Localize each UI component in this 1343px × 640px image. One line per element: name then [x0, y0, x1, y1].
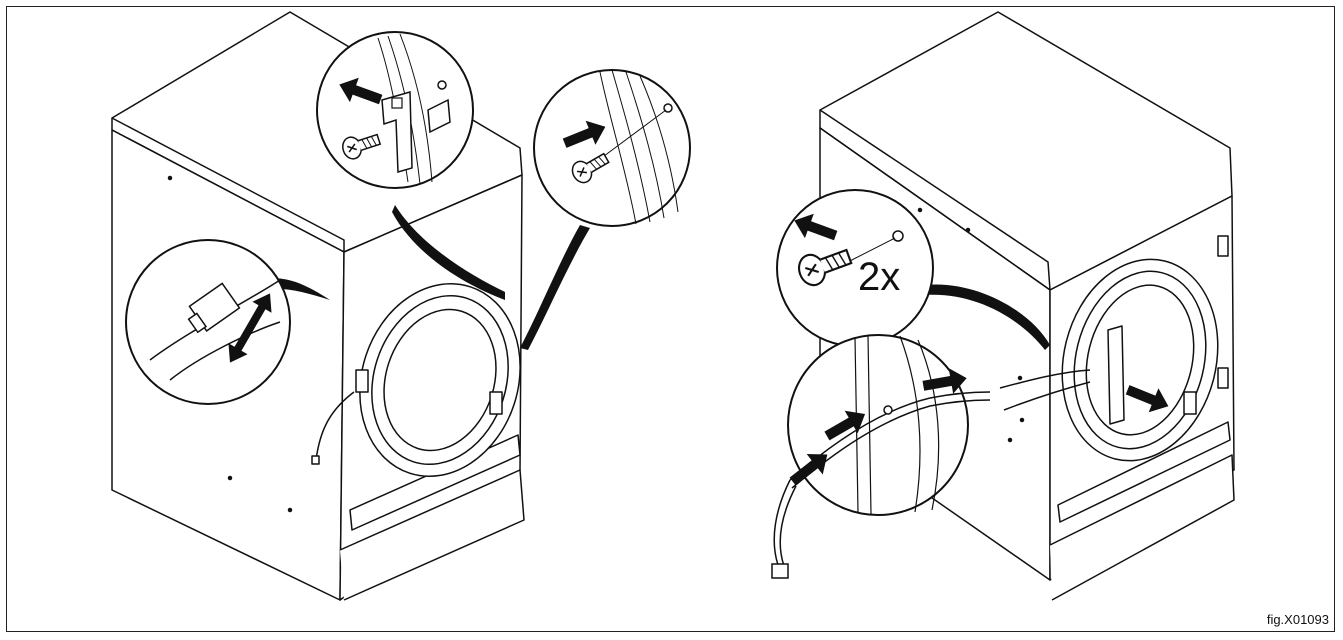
figure-label: fig.X01093	[1266, 612, 1329, 627]
screw-count-label: 2x	[858, 255, 900, 299]
cable-routing-callout	[787, 334, 991, 516]
double-arrow-icon	[226, 293, 272, 363]
cable-connector-icon	[187, 282, 241, 334]
cable-connector-icon	[771, 563, 789, 579]
figure-frame	[6, 6, 1335, 632]
bracket-callout	[316, 31, 474, 189]
screw-insert-callout	[533, 69, 691, 227]
screw-2x-callout: 2x	[776, 189, 934, 347]
connector-callout	[125, 239, 291, 405]
right-leader-wedge	[925, 284, 1050, 350]
dangling-cable	[771, 444, 836, 579]
